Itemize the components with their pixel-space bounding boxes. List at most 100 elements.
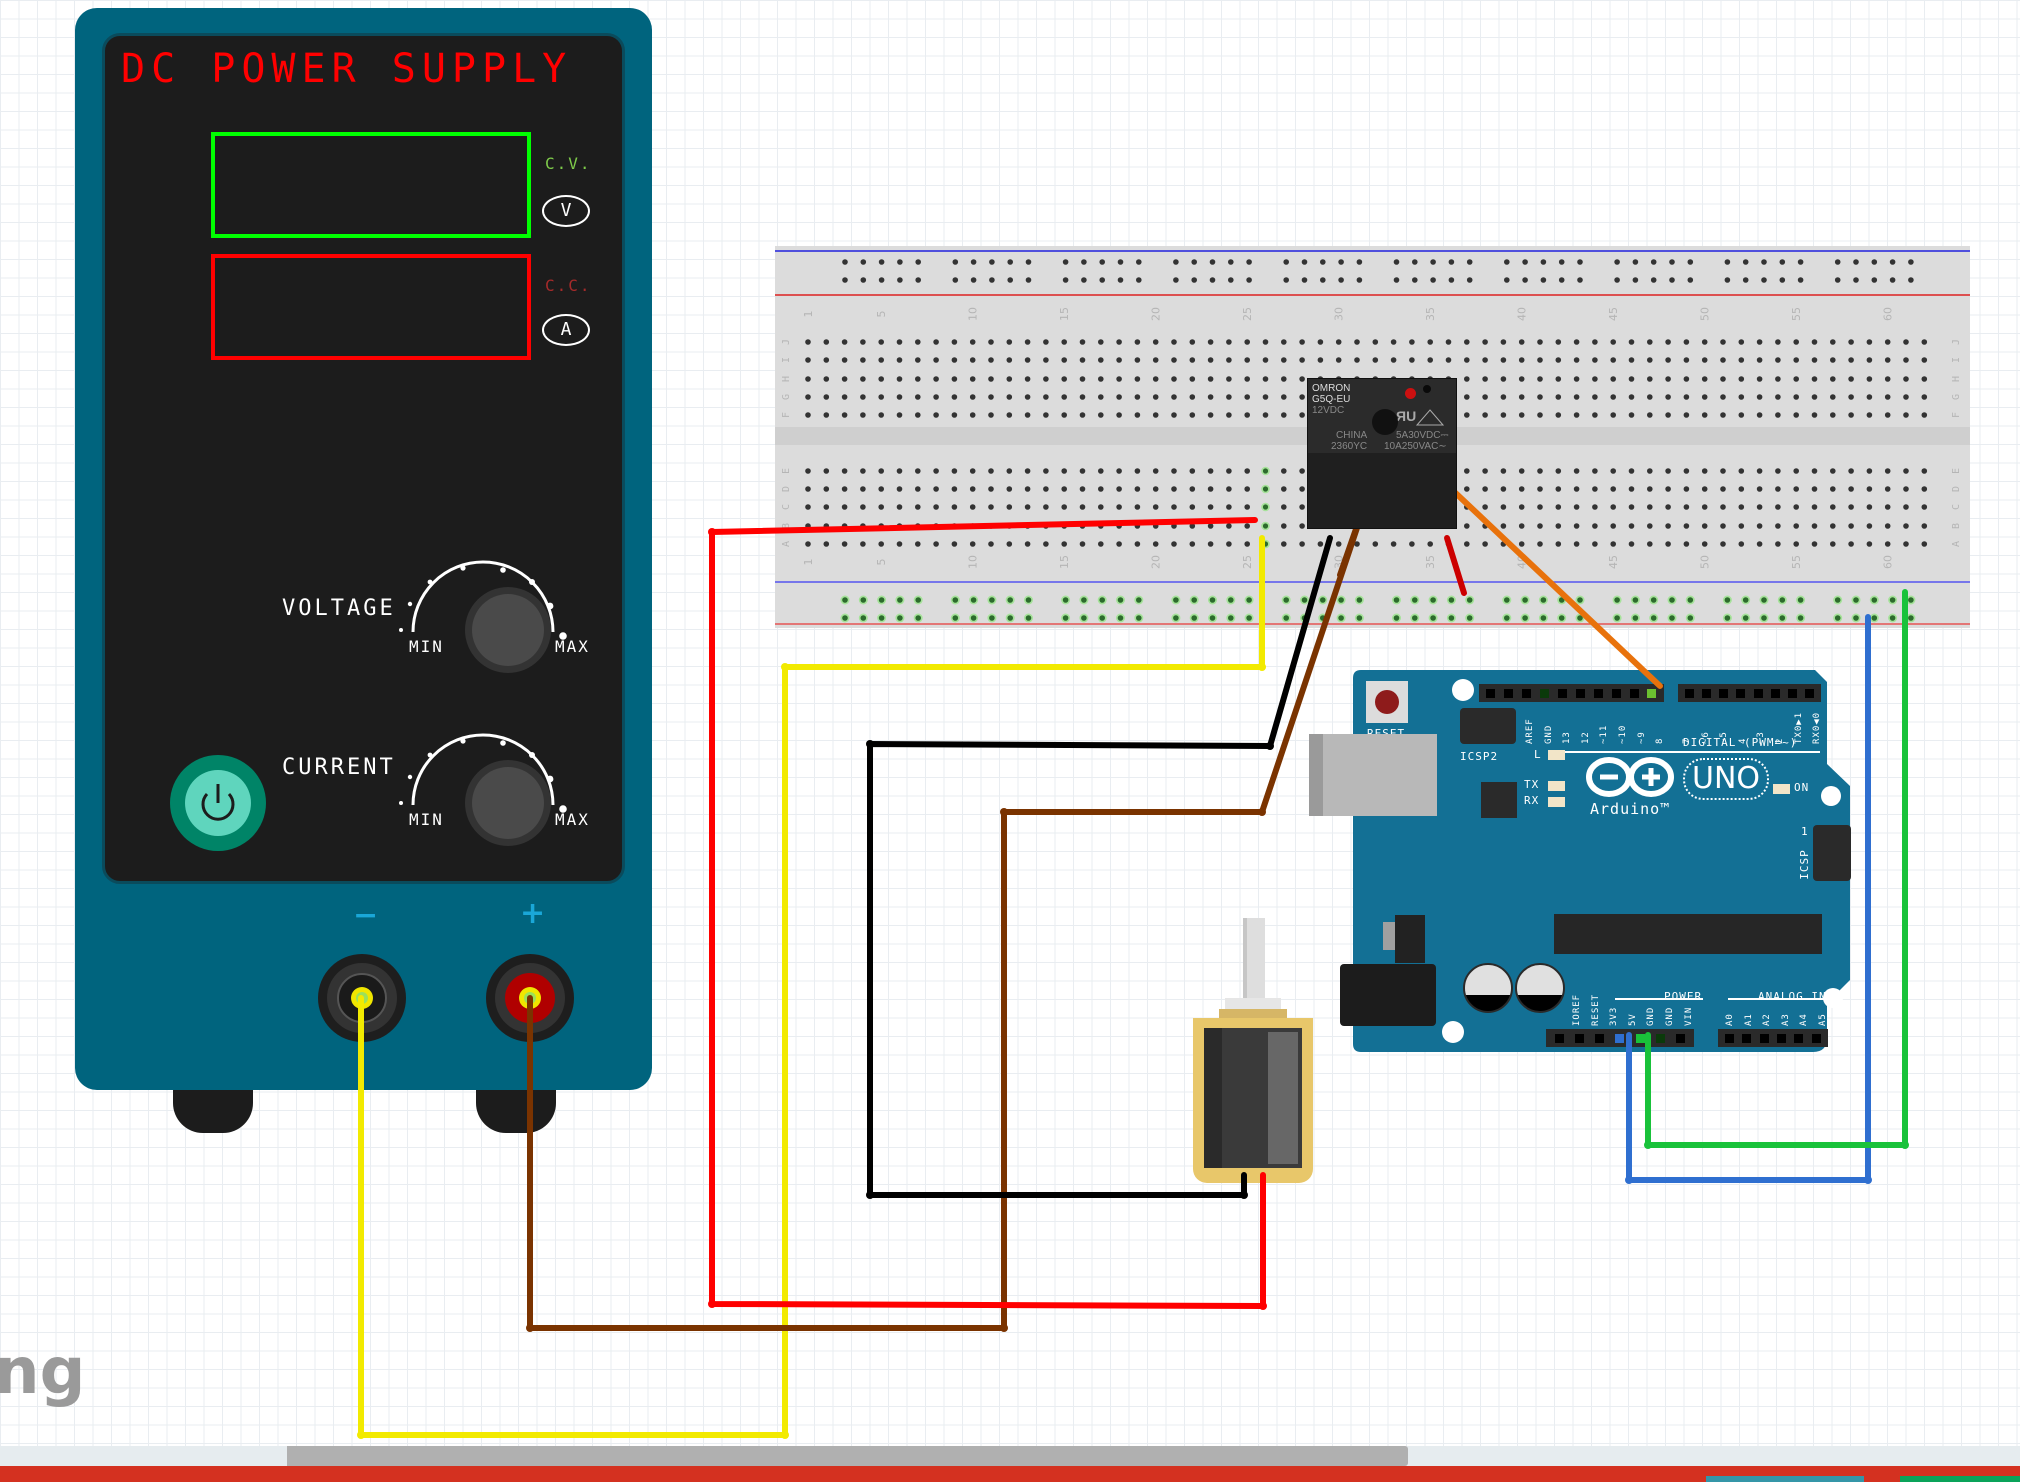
breadboard-hole[interactable] (1006, 504, 1013, 510)
breadboard-hole[interactable] (896, 376, 903, 382)
breadboard-hole[interactable] (1793, 504, 1799, 510)
breadboard-hole[interactable] (896, 541, 903, 547)
breadboard-hole[interactable] (1518, 523, 1525, 529)
breadboard-hole[interactable] (1793, 357, 1799, 363)
breadboard-hole[interactable] (805, 468, 811, 474)
rail-hole[interactable] (1761, 277, 1767, 283)
breadboard-hole[interactable] (1756, 468, 1763, 474)
breadboard-hole[interactable] (1171, 412, 1177, 418)
breadboard-hole[interactable] (878, 339, 884, 345)
breadboard-hole[interactable] (1756, 394, 1763, 400)
breadboard-hole[interactable] (1683, 412, 1690, 418)
breadboard-hole[interactable] (878, 394, 884, 400)
breadboard-hole[interactable] (1043, 394, 1049, 400)
rail-hole[interactable] (1908, 259, 1914, 265)
breadboard-hole[interactable] (1537, 541, 1543, 547)
breadboard-hole[interactable] (1866, 357, 1873, 363)
breadboard-hole[interactable] (1884, 357, 1891, 363)
breadboard-hole[interactable] (1866, 412, 1873, 418)
rail-hole[interactable] (1081, 615, 1087, 621)
breadboard-hole[interactable] (805, 541, 811, 547)
wire-arduino-gnd-to-rail[interactable] (1645, 589, 1908, 1148)
breadboard-hole[interactable] (1299, 504, 1305, 510)
breadboard-hole[interactable] (1848, 486, 1854, 492)
breadboard-hole[interactable] (1848, 339, 1854, 345)
rail-hole[interactable] (952, 277, 959, 283)
breadboard-hole[interactable] (933, 394, 939, 400)
solenoid[interactable] (1193, 908, 1313, 1183)
breadboard-hole[interactable] (1573, 394, 1580, 400)
rail-hole[interactable] (1356, 597, 1363, 603)
rail-hole[interactable] (842, 597, 848, 603)
rail-hole[interactable] (1614, 597, 1620, 603)
breadboard-hole[interactable] (1592, 394, 1598, 400)
rail-hole[interactable] (1393, 615, 1400, 621)
breadboard-hole[interactable] (1262, 394, 1269, 400)
rail-hole[interactable] (1558, 615, 1565, 621)
breadboard-hole[interactable] (988, 339, 994, 345)
wire-bendpoint[interactable] (708, 528, 716, 536)
breadboard-hole[interactable] (988, 486, 994, 492)
rail-hole[interactable] (1540, 259, 1547, 265)
rail-hole[interactable] (1466, 597, 1473, 603)
breadboard-hole[interactable] (1573, 523, 1580, 529)
breadboard-hole[interactable] (1500, 394, 1507, 400)
breadboard-hole[interactable] (1665, 339, 1671, 345)
rail-hole[interactable] (1650, 277, 1657, 283)
breadboard-hole[interactable] (1390, 541, 1397, 547)
breadboard-hole[interactable] (1518, 376, 1525, 382)
breadboard-hole[interactable] (1537, 394, 1543, 400)
breadboard-hole[interactable] (1610, 394, 1616, 400)
breadboard-hole[interactable] (951, 486, 958, 492)
breadboard-hole[interactable] (1921, 412, 1928, 418)
breadboard-hole[interactable] (1628, 468, 1635, 474)
breadboard-hole[interactable] (1207, 541, 1214, 547)
rail-hole[interactable] (1430, 615, 1436, 621)
breadboard-hole[interactable] (1098, 504, 1104, 510)
breadboard-hole[interactable] (1409, 357, 1415, 363)
breadboard-hole[interactable] (951, 394, 958, 400)
horizontal-scrollbar-thumb[interactable] (287, 1446, 1408, 1466)
breadboard-hole[interactable] (1152, 394, 1159, 400)
rail-hole[interactable] (1577, 597, 1583, 603)
rail-hole[interactable] (1908, 597, 1914, 603)
breadboard-hole[interactable] (1610, 339, 1616, 345)
breadboard-hole[interactable] (1043, 376, 1049, 382)
breadboard-hole[interactable] (878, 468, 884, 474)
breadboard-hole[interactable] (1098, 541, 1104, 547)
rail-hole[interactable] (1393, 277, 1400, 283)
breadboard-hole[interactable] (1207, 468, 1214, 474)
breadboard-hole[interactable] (1793, 541, 1799, 547)
breadboard-hole[interactable] (951, 541, 958, 547)
rail-hole[interactable] (1412, 277, 1418, 283)
wire-bendpoint[interactable] (1000, 1324, 1008, 1332)
breadboard-hole[interactable] (1738, 394, 1745, 400)
rail-hole[interactable] (1724, 615, 1731, 621)
rail-hole[interactable] (1558, 277, 1565, 283)
breadboard-hole[interactable] (1665, 486, 1671, 492)
wire-bendpoint[interactable] (781, 1431, 789, 1439)
breadboard-hole[interactable] (1921, 468, 1928, 474)
breadboard-hole[interactable] (1830, 394, 1836, 400)
breadboard-hole[interactable] (1061, 504, 1067, 510)
breadboard-hole[interactable] (1061, 376, 1067, 382)
breadboard-hole[interactable] (933, 541, 939, 547)
breadboard-hole[interactable] (1921, 541, 1928, 547)
breadboard-hole-connected[interactable] (1262, 486, 1269, 492)
breadboard-hole[interactable] (1299, 357, 1305, 363)
breadboard-hole[interactable] (1921, 394, 1928, 400)
breadboard-hole[interactable] (841, 541, 848, 547)
breadboard-hole[interactable] (1683, 523, 1690, 529)
rail-hole[interactable] (1338, 615, 1344, 621)
breadboard-hole[interactable] (1537, 339, 1543, 345)
breadboard-hole[interactable] (1921, 523, 1928, 529)
breadboard-hole[interactable] (1903, 523, 1909, 529)
breadboard-hole[interactable] (1226, 541, 1232, 547)
breadboard-hole[interactable] (1043, 412, 1049, 418)
dc-barrel-jack[interactable] (1340, 964, 1436, 1026)
rail-hole[interactable] (1650, 597, 1657, 603)
breadboard-hole[interactable] (1518, 412, 1525, 418)
breadboard-hole[interactable] (823, 376, 830, 382)
breadboard-hole[interactable] (1244, 357, 1250, 363)
rail-hole[interactable] (1025, 597, 1032, 603)
